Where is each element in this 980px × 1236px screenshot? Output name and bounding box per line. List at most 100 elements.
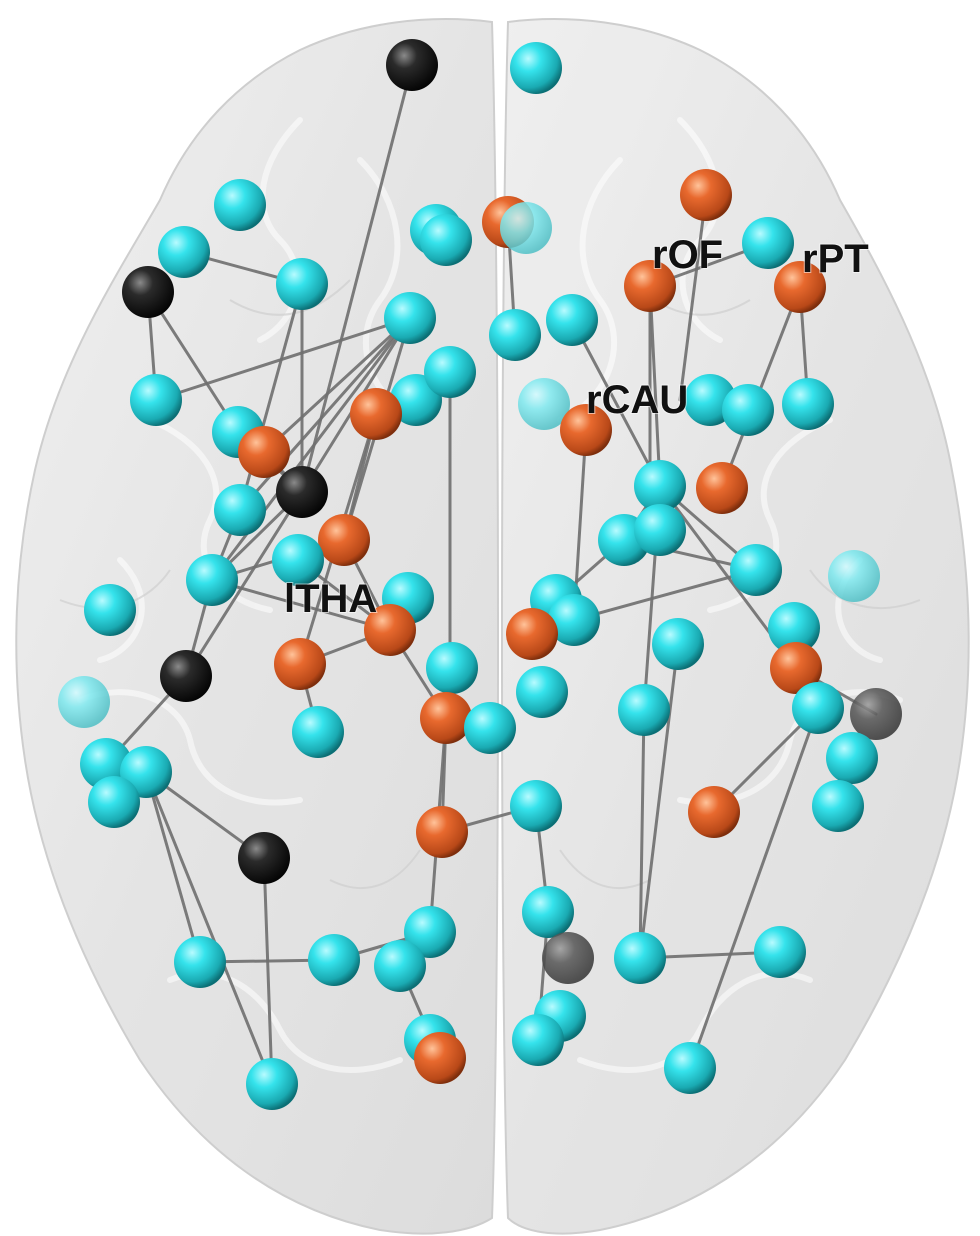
label-rCAU: rCAU — [586, 378, 688, 422]
network-nodes — [58, 39, 902, 1110]
sulcus-line — [329, 849, 421, 890]
network-node-dark — [542, 932, 594, 984]
network-node-orange — [274, 638, 326, 690]
network-node-cyan — [384, 292, 436, 344]
network-node-dark — [386, 39, 438, 91]
network-edge — [146, 290, 240, 434]
network-node-cyan — [158, 226, 210, 278]
network-node-dark — [850, 688, 902, 740]
network-node-cyan — [548, 594, 600, 646]
network-edge — [210, 578, 392, 632]
network-node-cyan — [652, 618, 704, 670]
network-node-dark — [276, 466, 328, 518]
network-node-cyan — [512, 1014, 564, 1066]
network-edge — [638, 708, 646, 960]
network-edge — [144, 770, 202, 964]
network-edge — [210, 316, 412, 582]
network-node-cyan — [489, 309, 541, 361]
network-node-orange — [560, 404, 612, 456]
network-node-cyan — [246, 1058, 298, 1110]
network-node-cyan — [186, 554, 238, 606]
network-node-cyan — [276, 258, 328, 310]
network-node-cyan — [522, 886, 574, 938]
brain-outline — [15, 18, 970, 1235]
network-node-cyan — [722, 384, 774, 436]
network-node-cyan — [634, 460, 686, 512]
sulcus-line — [229, 279, 351, 316]
network-node-cyan — [424, 346, 476, 398]
gyrus-line — [97, 557, 145, 663]
gyrus-line — [577, 970, 813, 1073]
network-node-cyan — [812, 780, 864, 832]
network-node-orange — [774, 261, 826, 313]
network-edge — [262, 856, 274, 1086]
network-node-orange — [420, 692, 472, 744]
network-node-cyan — [130, 374, 182, 426]
network-node-cyan — [518, 378, 570, 430]
network-node-cyan — [792, 682, 844, 734]
network-node-orange — [350, 388, 402, 440]
network-edge — [144, 770, 274, 1086]
right-hemisphere — [501, 18, 970, 1235]
network-node-cyan — [84, 584, 136, 636]
network-node-cyan — [742, 217, 794, 269]
network-edge — [262, 316, 412, 454]
network-node-cyan — [292, 706, 344, 758]
network-edge — [572, 568, 758, 622]
network-node-orange — [680, 169, 732, 221]
network-node-cyan — [754, 926, 806, 978]
label-rPT: rPT — [802, 237, 869, 281]
network-edge — [678, 193, 708, 402]
network-node-cyan — [730, 544, 782, 596]
network-node-cyan — [420, 214, 472, 266]
network-node-orange — [364, 604, 416, 656]
network-node-cyan — [634, 504, 686, 556]
network-node-orange — [770, 642, 822, 694]
network-node-cyan — [614, 932, 666, 984]
network-node-orange — [506, 608, 558, 660]
network-node-orange — [238, 426, 290, 478]
network-node-cyan — [546, 294, 598, 346]
network-node-dark — [160, 650, 212, 702]
network-node-cyan — [272, 534, 324, 586]
network-node-orange — [624, 260, 676, 312]
label-rOF: rOF — [652, 233, 723, 277]
network-node-orange — [416, 806, 468, 858]
network-node-cyan — [374, 940, 426, 992]
network-edge — [648, 284, 662, 488]
network-node-cyan — [426, 642, 478, 694]
network-node-cyan — [214, 484, 266, 536]
sulcus-line — [559, 849, 651, 890]
network-node-orange — [318, 514, 370, 566]
network-node-cyan — [404, 906, 456, 958]
network-node-cyan — [464, 702, 516, 754]
label-lTHA: lTHA — [284, 577, 377, 621]
network-node-cyan — [174, 936, 226, 988]
network-node-cyan — [88, 776, 140, 828]
network-edge — [238, 316, 412, 512]
network-node-cyan — [618, 684, 670, 736]
network-node-cyan — [516, 666, 568, 718]
left-hemisphere — [15, 18, 499, 1235]
network-node-cyan — [500, 202, 552, 254]
network-node-dark — [122, 266, 174, 318]
network-node-cyan — [826, 732, 878, 784]
network-edge — [570, 318, 662, 488]
network-node-cyan — [768, 602, 820, 654]
network-node-orange — [696, 462, 748, 514]
network-node-orange — [414, 1032, 466, 1084]
region-labels: rOF rPT rCAU lTHA — [283, 232, 870, 622]
network-node-cyan — [308, 934, 360, 986]
network-node-dark — [238, 832, 290, 884]
gyrus-line — [77, 689, 303, 806]
network-node-cyan — [664, 1042, 716, 1094]
network-node-cyan — [510, 780, 562, 832]
gyrus-line — [557, 157, 623, 423]
network-node-cyan — [782, 378, 834, 430]
network-node-cyan — [510, 42, 562, 94]
network-node-cyan — [58, 676, 110, 728]
network-node-orange — [688, 786, 740, 838]
sulcus-line — [809, 569, 921, 609]
